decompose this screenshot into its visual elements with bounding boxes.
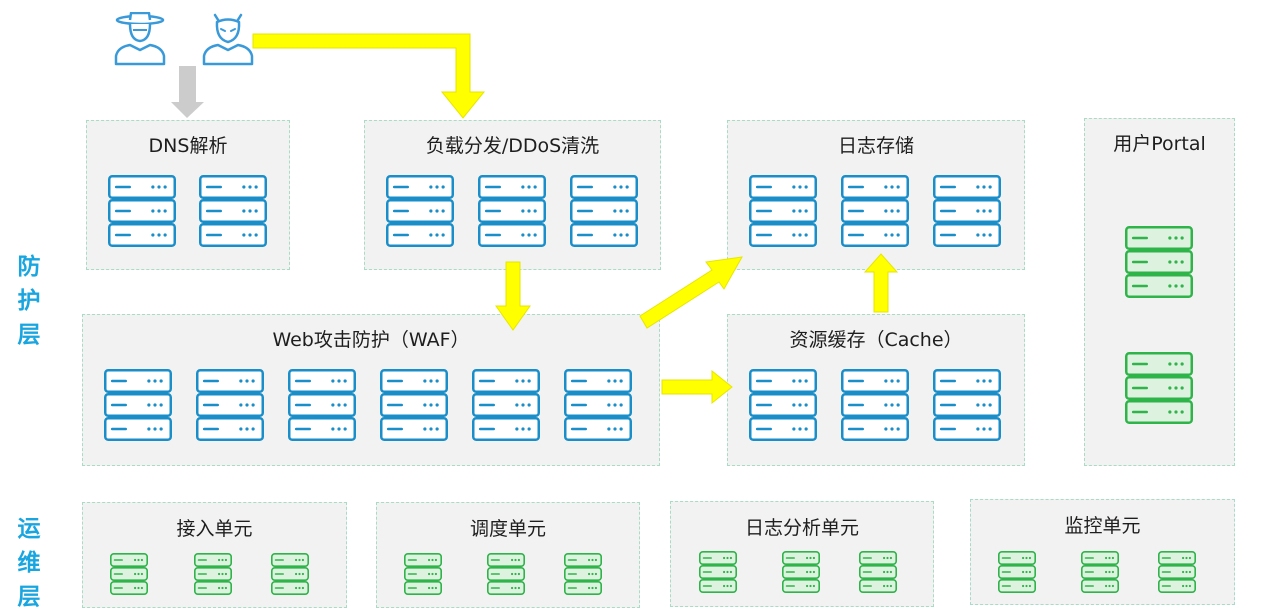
server-rack-icon	[386, 175, 454, 247]
server-rack-icon	[487, 553, 526, 595]
log-analysis-unit-title: 日志分析单元	[744, 517, 859, 539]
server-rack-icon	[104, 369, 172, 441]
server-rack-icon	[782, 551, 821, 593]
server-rack-icon	[933, 175, 1001, 247]
server-rack-icon	[108, 175, 176, 247]
server-rack-icon	[199, 175, 267, 247]
server-rack-icon	[472, 369, 540, 441]
server-rack-icon	[564, 369, 632, 441]
layer-label-protection-text: 防 护 层	[17, 254, 41, 348]
server-rack-icon	[699, 551, 738, 593]
server-rack-icon	[478, 175, 546, 247]
log-storage-title: 日志存储	[837, 135, 914, 157]
waf-title: Web攻击防护（WAF）	[272, 329, 470, 351]
cache-title: 资源缓存（Cache）	[789, 329, 963, 351]
server-rack-icon	[570, 175, 638, 247]
server-rack-icon	[998, 551, 1037, 593]
load-balancer-title: 负载分发/DDoS清洗	[425, 135, 600, 157]
layer-label-protection: 防 护 层	[12, 250, 46, 352]
dns-title: DNS解析	[148, 135, 228, 157]
hacker-user-icon	[200, 12, 256, 70]
server-rack-icon	[271, 553, 310, 595]
server-rack-icon	[749, 369, 817, 441]
access-unit-title: 接入单元	[176, 518, 253, 540]
portal-title: 用户Portal	[1113, 133, 1206, 155]
server-rack-icon	[110, 553, 149, 595]
server-rack-icon	[841, 369, 909, 441]
server-rack-icon	[380, 369, 448, 441]
monitor-unit-title: 监控单元	[1064, 515, 1141, 537]
layer-label-operations-text: 运 维 层	[17, 516, 41, 610]
server-rack-icon	[859, 551, 898, 593]
server-rack-icon	[194, 553, 233, 595]
server-rack-icon	[404, 553, 443, 595]
server-rack-icon	[933, 369, 1001, 441]
waf-box: Web攻击防护（WAF）	[82, 314, 660, 466]
server-rack-icon	[196, 369, 264, 441]
server-rack-icon	[1081, 551, 1120, 593]
layer-label-operations: 运 维 层	[12, 512, 46, 614]
server-rack-icon	[1125, 352, 1193, 424]
server-rack-icon	[841, 175, 909, 247]
server-rack-icon	[288, 369, 356, 441]
server-rack-icon	[1158, 551, 1197, 593]
server-rack-icon	[749, 175, 817, 247]
server-rack-icon	[564, 553, 603, 595]
schedule-unit-title: 调度单元	[469, 518, 546, 540]
user-with-hat-icon	[112, 11, 168, 70]
server-rack-icon	[1125, 226, 1193, 298]
